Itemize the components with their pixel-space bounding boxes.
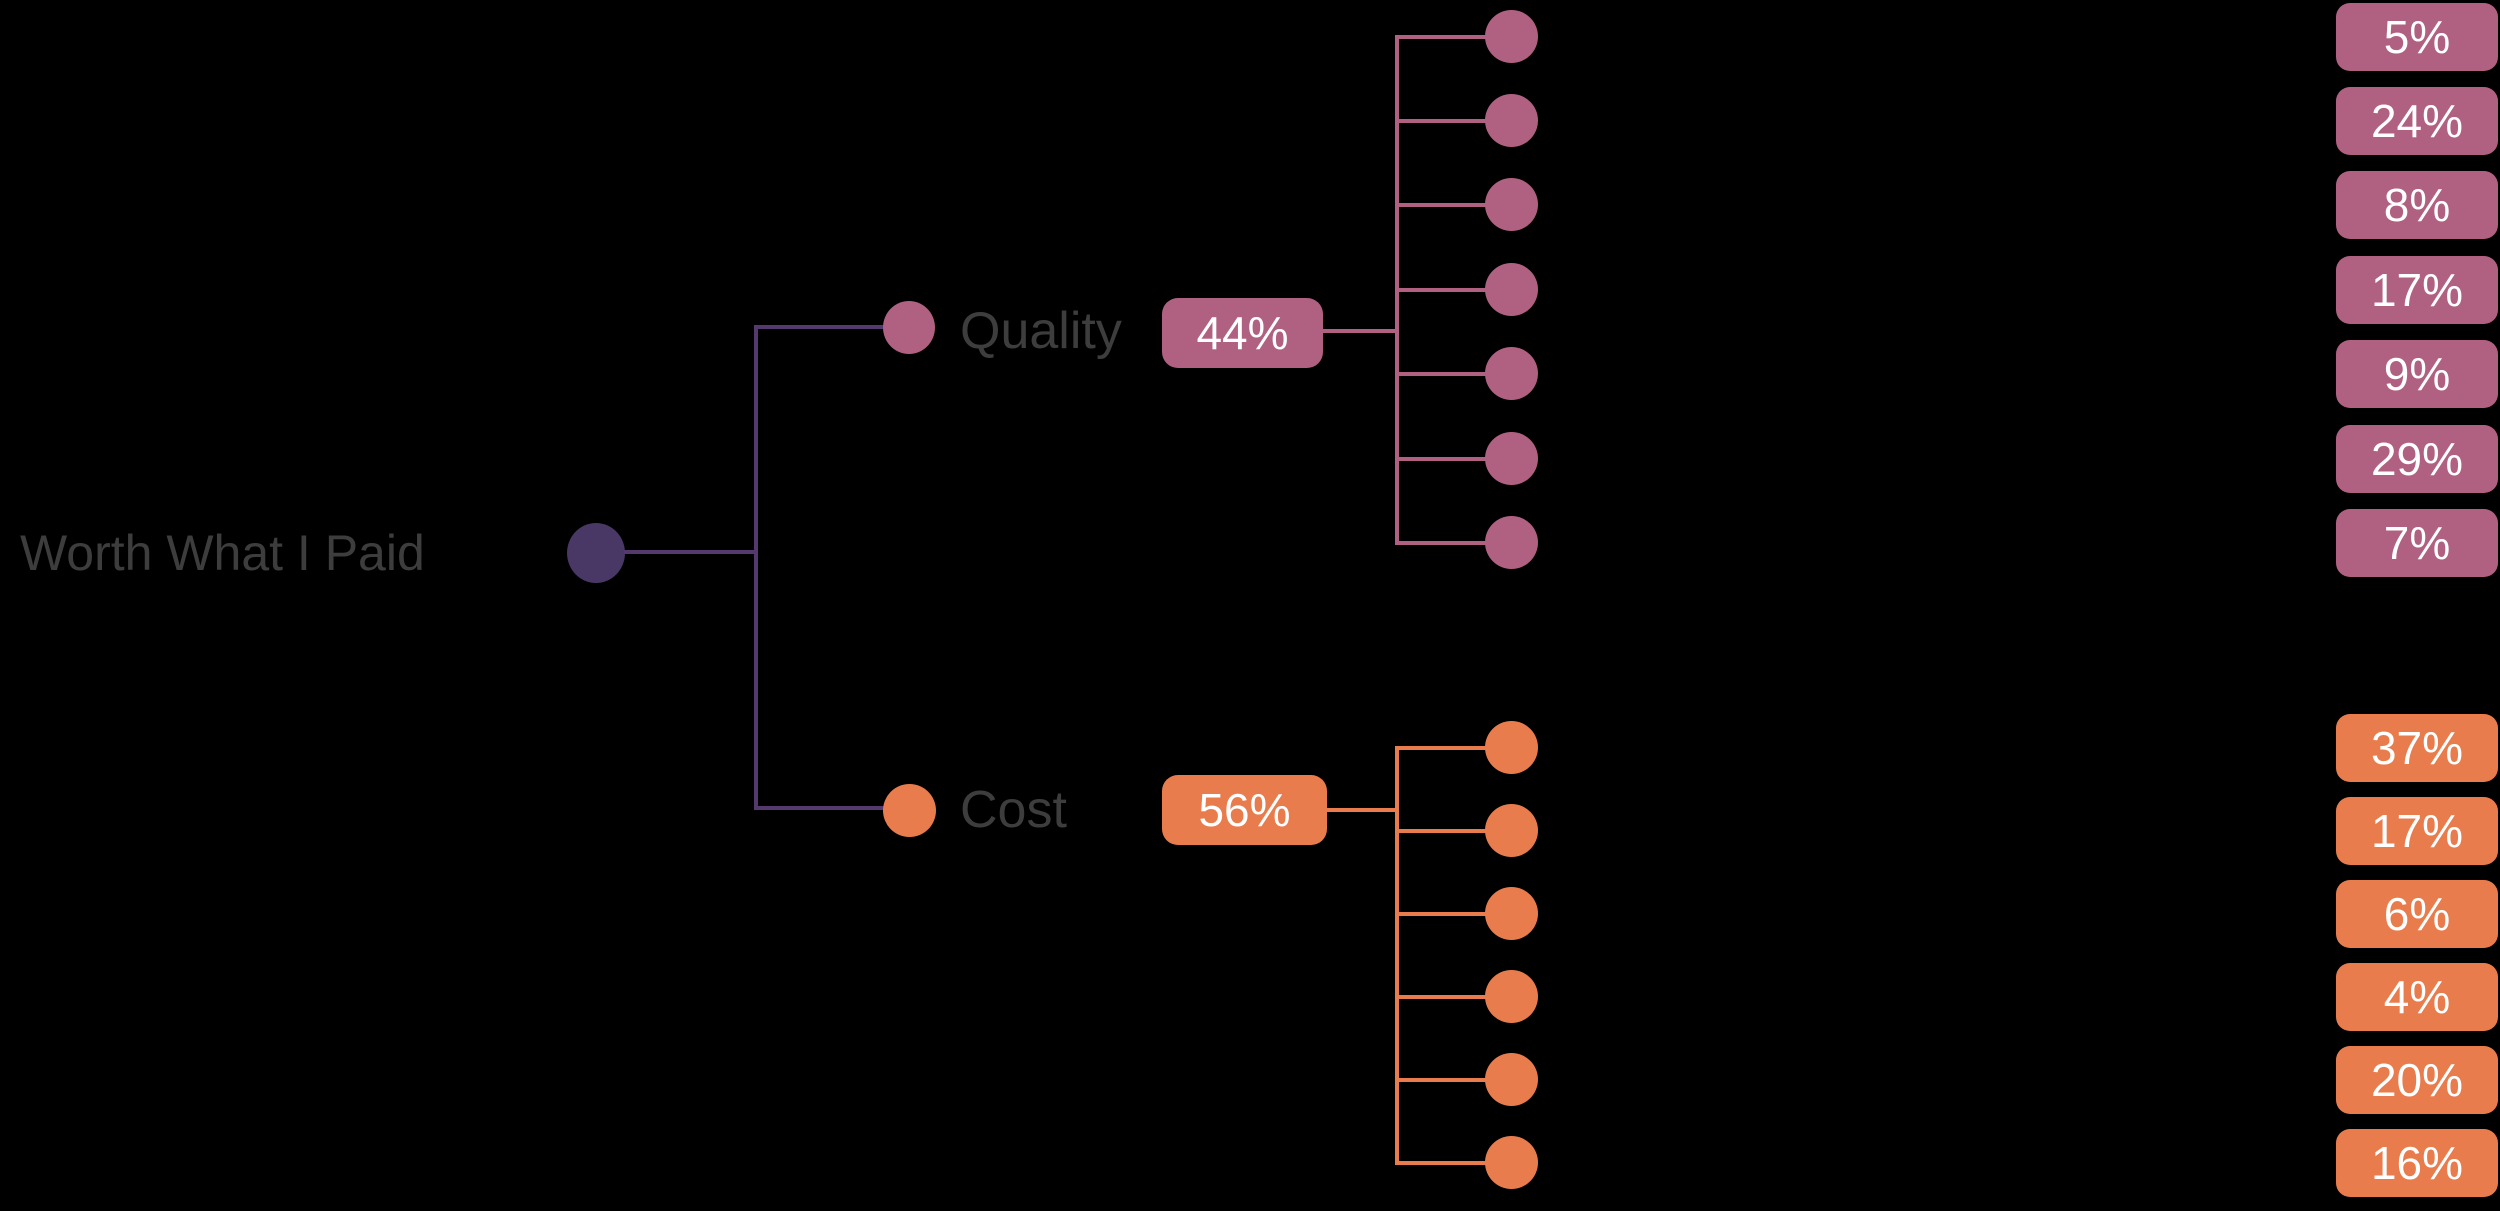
leaf-connector xyxy=(1397,746,1487,750)
leaf-connector xyxy=(1397,457,1487,461)
cost-trunk-line xyxy=(1395,746,1399,1165)
leaf-connector xyxy=(1397,372,1487,376)
cost-share-badge: 56% xyxy=(1162,775,1327,845)
root-node-dot xyxy=(567,523,625,583)
leaf-value-badge: 17% xyxy=(2336,797,2498,865)
cost-leaf-row: 37% xyxy=(0,714,2500,782)
quality-badge-connector xyxy=(1323,329,1399,333)
cost-leaf-row: 17% xyxy=(0,797,2500,865)
quality-leaf-row: 9% xyxy=(0,340,2500,408)
leaf-value-badge: 16% xyxy=(2336,1129,2498,1197)
leaf-dot xyxy=(1485,516,1538,569)
cost-leaf-row: 4% xyxy=(0,963,2500,1031)
quality-label: Quality xyxy=(960,302,1122,360)
quality-leaf-row: 29% xyxy=(0,425,2500,493)
cost-leaf-row: 16% xyxy=(0,1129,2500,1197)
leaf-dot xyxy=(1485,347,1538,400)
leaf-dot xyxy=(1485,887,1538,940)
leaf-dot xyxy=(1485,432,1538,485)
leaf-value-badge: 7% xyxy=(2336,509,2498,577)
quality-node-dot xyxy=(883,301,935,354)
leaf-connector xyxy=(1397,203,1487,207)
leaf-connector xyxy=(1397,912,1487,916)
leaf-dot xyxy=(1485,1136,1538,1189)
leaf-value-badge: 24% xyxy=(2336,87,2498,155)
quality-branch-line xyxy=(756,325,884,329)
leaf-connector xyxy=(1397,829,1487,833)
quality-leaf-row: 5% xyxy=(0,3,2500,71)
root-connector-line xyxy=(624,550,758,554)
quality-leaf-row: 7% xyxy=(0,509,2500,577)
leaf-connector xyxy=(1397,119,1487,123)
quality-leaf-row: 24% xyxy=(0,87,2500,155)
cost-badge-connector xyxy=(1327,808,1399,812)
leaf-dot xyxy=(1485,94,1538,147)
leaf-value-badge: 5% xyxy=(2336,3,2498,71)
leaf-dot xyxy=(1485,1053,1538,1106)
cost-label: Cost xyxy=(960,781,1067,839)
root-trunk-line xyxy=(754,325,758,810)
leaf-connector xyxy=(1397,541,1487,545)
leaf-connector xyxy=(1397,995,1487,999)
leaf-connector xyxy=(1397,288,1487,292)
leaf-value-badge: 37% xyxy=(2336,714,2498,782)
quality-leaf-row: 17% xyxy=(0,256,2500,324)
leaf-dot xyxy=(1485,263,1538,316)
quality-share-badge: 44% xyxy=(1162,298,1323,368)
leaf-value-badge: 20% xyxy=(2336,1046,2498,1114)
leaf-value-badge: 6% xyxy=(2336,880,2498,948)
leaf-connector xyxy=(1397,35,1487,39)
leaf-dot xyxy=(1485,804,1538,857)
cost-branch-line xyxy=(756,806,884,810)
quality-leaf-row: 8% xyxy=(0,171,2500,239)
leaf-dot xyxy=(1485,721,1538,774)
leaf-value-badge: 8% xyxy=(2336,171,2498,239)
leaf-value-badge: 29% xyxy=(2336,425,2498,493)
leaf-dot xyxy=(1485,970,1538,1023)
root-label: Worth What I Paid xyxy=(20,525,425,581)
leaf-value-badge: 17% xyxy=(2336,256,2498,324)
cost-leaf-row: 6% xyxy=(0,880,2500,948)
cost-leaf-row: 20% xyxy=(0,1046,2500,1114)
leaf-dot xyxy=(1485,10,1538,63)
leaf-dot xyxy=(1485,178,1538,231)
cost-node-dot xyxy=(883,784,936,837)
leaf-value-badge: 4% xyxy=(2336,963,2498,1031)
leaf-value-badge: 9% xyxy=(2336,340,2498,408)
leaf-connector xyxy=(1397,1078,1487,1082)
leaf-connector xyxy=(1397,1161,1487,1165)
